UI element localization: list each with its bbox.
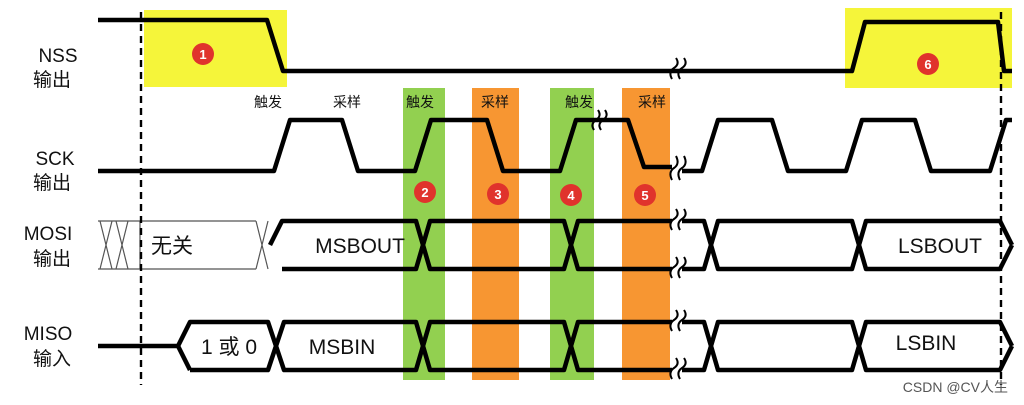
break-mark-mosi-top — [669, 208, 687, 231]
miso-idle-text: 1 或 0 — [201, 336, 257, 359]
marker-6: 6 — [917, 53, 939, 75]
marker-4-number: 4 — [567, 188, 575, 203]
edge-label-trigger-1: 触发 — [254, 95, 282, 111]
nss-label: NSS — [38, 46, 77, 67]
sck-waveform — [98, 117, 1012, 174]
edge-label-sample-2: 采样 — [481, 95, 509, 111]
marker-2-number: 2 — [421, 185, 428, 200]
nss-direction: 输出 — [33, 69, 71, 91]
marker-6-number: 6 — [924, 57, 931, 72]
edge-label-trigger-3: 触发 — [565, 95, 593, 111]
watermark: CSDN @CV人生 — [903, 379, 1008, 395]
marker-3-number: 3 — [494, 187, 501, 202]
sample-band-2 — [622, 88, 670, 380]
edge-label-sample-1: 采样 — [333, 95, 361, 111]
marker-5-number: 5 — [641, 188, 648, 203]
mosi-label: MOSI — [24, 224, 73, 245]
edge-label-trigger-2: 触发 — [406, 95, 434, 111]
miso-direction: 输入 — [33, 348, 71, 370]
sample-band-1 — [472, 88, 519, 380]
miso-label: MISO — [24, 324, 73, 345]
break-mark-nss — [669, 57, 687, 80]
marker-5: 5 — [634, 184, 656, 206]
miso-waveform — [98, 319, 1015, 373]
marker-1: 1 — [192, 43, 214, 65]
sck-direction: 输出 — [33, 172, 71, 194]
marker-3: 3 — [487, 183, 509, 205]
sck-label: SCK — [35, 149, 74, 170]
nss-start-highlight — [144, 10, 287, 87]
mosi-last-bit: LSBOUT — [898, 235, 982, 258]
mosi-waveform — [267, 218, 1015, 272]
mosi-direction: 输出 — [33, 248, 71, 270]
break-mark-sck — [669, 155, 687, 181]
break-mark-sck-high — [591, 109, 608, 131]
mosi-idle-text: 无关 — [151, 235, 193, 258]
miso-last-bit: LSBIN — [896, 332, 957, 355]
marker-1-number: 1 — [199, 47, 206, 62]
break-mark-mosi-bottom — [669, 256, 687, 279]
edge-label-sample-3: 采样 — [638, 95, 666, 111]
marker-2: 2 — [414, 181, 436, 203]
mosi-first-bit: MSBOUT — [315, 235, 405, 258]
marker-4: 4 — [560, 184, 582, 206]
break-mark-miso-top — [669, 309, 687, 332]
nss-waveform — [98, 17, 1012, 74]
miso-first-bit: MSBIN — [309, 336, 376, 359]
break-mark-miso-bottom — [669, 357, 687, 380]
